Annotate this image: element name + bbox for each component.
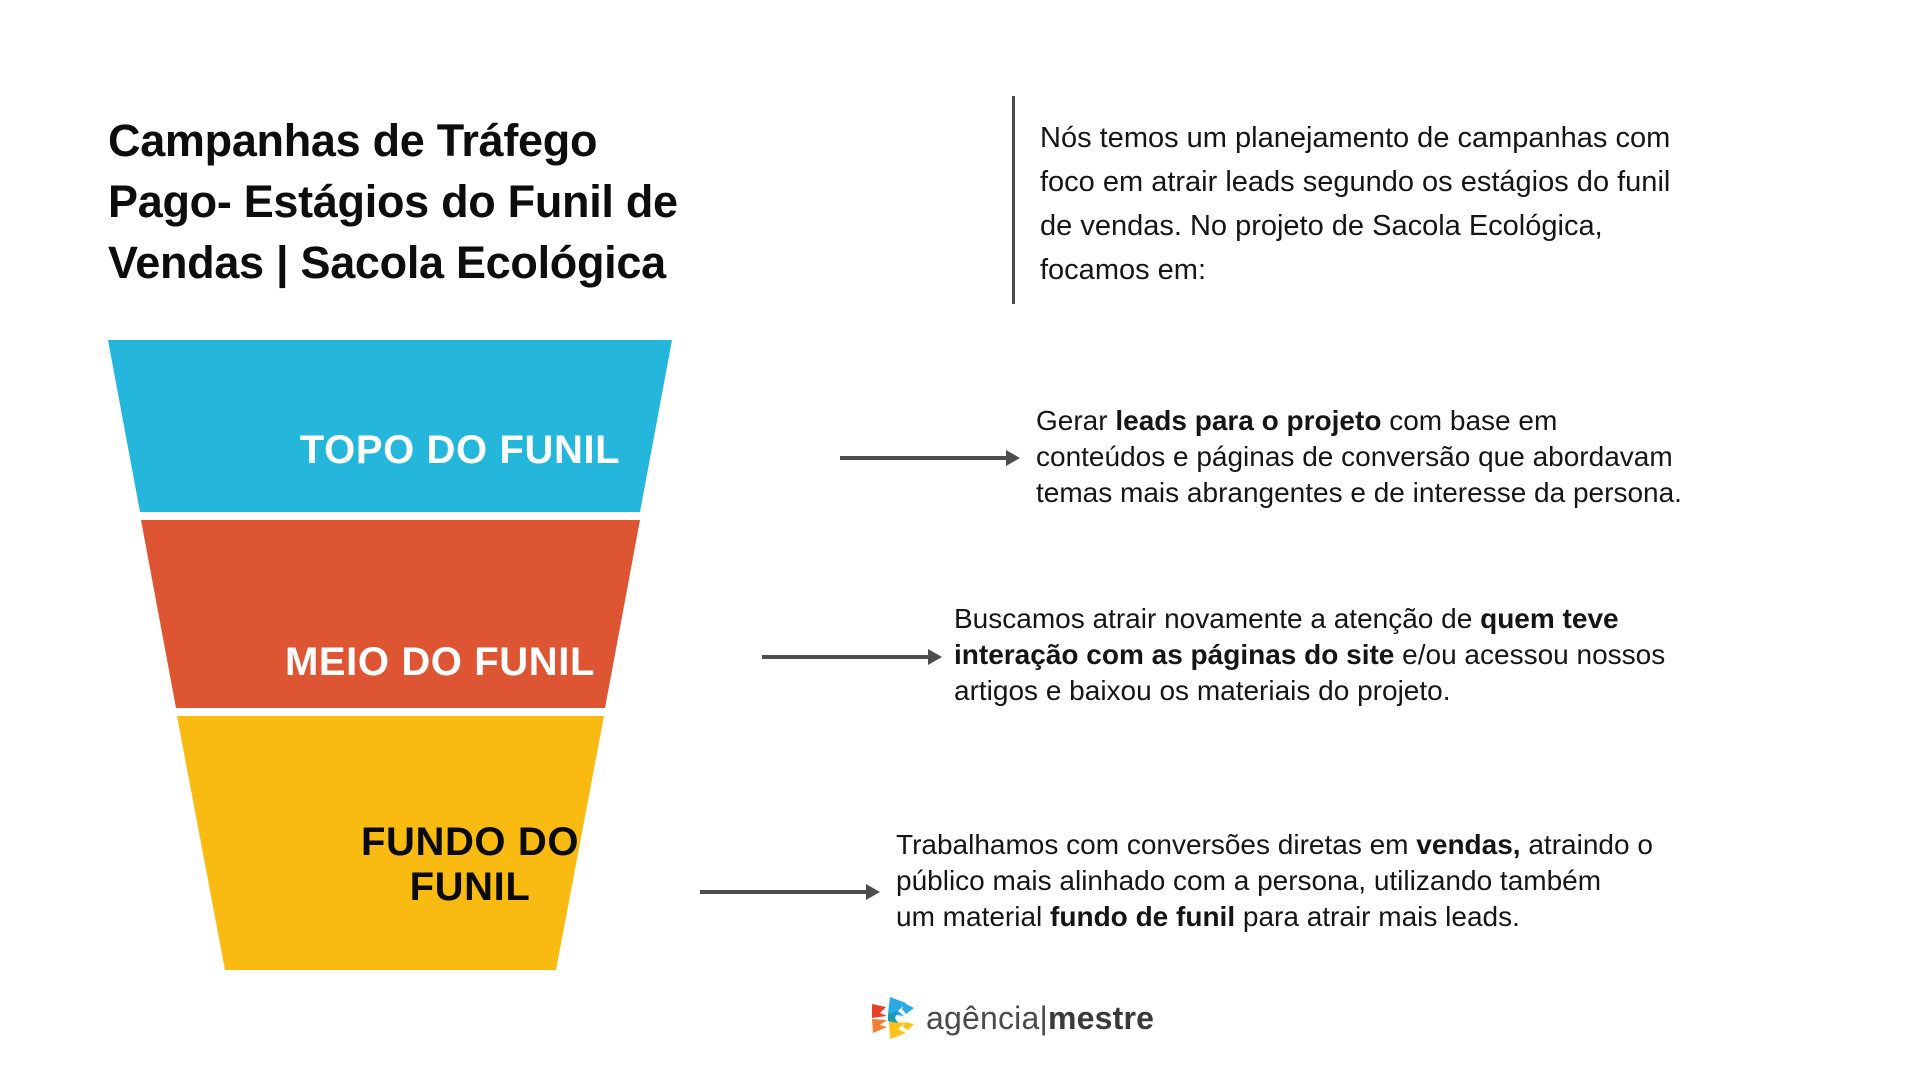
funnel-segment-fundo	[177, 716, 604, 970]
page-title-line-2: Pago- Estágios do Funil de	[108, 176, 678, 227]
desc-meio-l1-a: Buscamos atrair novamente a atenção de	[954, 603, 1481, 634]
desc-topo-l1-a: Gerar	[1036, 405, 1116, 436]
description-meio-line-1: Buscamos atrair novamente a atenção de q…	[954, 601, 1884, 637]
intro-line-2: foco em atrair leads segundo os estágios…	[1040, 166, 1671, 198]
page-title: Campanhas de Tráfego Pago- Estágios do F…	[108, 110, 808, 293]
desc-meio-l1-b: quem teve	[1480, 603, 1619, 634]
header-divider	[1012, 96, 1015, 304]
arrow-fundo	[700, 880, 880, 904]
description-fundo-line-2: público mais alinhado com a persona, uti…	[896, 865, 1602, 896]
desc-topo-l1-c: com base em	[1381, 405, 1558, 436]
desc-meio-l2-b: interação com as páginas do site	[954, 639, 1395, 670]
funnel-label-meio: MEIO DO FUNIL	[284, 640, 595, 684]
description-meio-line-2: interação com as páginas do site e/ou ac…	[954, 637, 1884, 673]
description-fundo-line-1: Trabalhamos com conversões diretas em ve…	[896, 827, 1886, 863]
intro-paragraph: Nós temos um planejamento de campanhas c…	[1040, 116, 1830, 292]
header: Campanhas de Tráfego Pago- Estágios do F…	[0, 0, 1920, 320]
funnel-segment-topo	[108, 340, 672, 512]
intro-line-4: focamos em:	[1040, 254, 1206, 286]
description-topo: Gerar leads para o projeto com base em c…	[1036, 403, 1896, 511]
agencia-mestre-wordmark: agência|mestre	[926, 1000, 1154, 1037]
funnel-label-fundo: FUNDO DO FUNIL	[170, 820, 770, 910]
description-fundo: Trabalhamos com conversões diretas em ve…	[896, 827, 1886, 935]
description-topo-line-2: conteúdos e páginas de conversão que abo…	[1036, 441, 1673, 472]
page-title-line-1: Campanhas de Tráfego	[108, 115, 598, 166]
desc-fundo-l1-b: vendas,	[1416, 829, 1521, 860]
desc-meio-l2-c: e/ou acessou nossos	[1394, 639, 1666, 670]
logo-name-bold: mestre	[1048, 999, 1155, 1036]
agencia-mestre-mark-icon	[868, 994, 916, 1042]
funnel-diagram	[0, 340, 880, 980]
desc-fundo-l1-c: atraindo o	[1520, 829, 1653, 860]
arrow-topo	[840, 446, 1020, 470]
agencia-mestre-logo: agência|mestre	[868, 994, 1154, 1042]
description-topo-line-3: temas mais abrangentes e de interesse da…	[1036, 477, 1682, 508]
intro-line-1: Nós temos um planejamento de campanhas c…	[1040, 122, 1671, 154]
desc-topo-l1-b: leads para o projeto	[1115, 405, 1382, 436]
desc-fundo-l1-a: Trabalhamos com conversões diretas em	[896, 829, 1417, 860]
desc-fundo-l3-a: um material	[896, 901, 1051, 932]
funnel-label-fundo-line-1: FUNDO DO	[360, 820, 580, 864]
intro-line-3: de vendas. No projeto de Sacola Ecológic…	[1040, 210, 1603, 242]
description-meio: Buscamos atrair novamente a atenção de q…	[954, 601, 1884, 709]
funnel-segment-meio	[141, 520, 640, 708]
description-meio-line-3: artigos e baixou os materiais do projeto…	[954, 675, 1451, 706]
description-fundo-line-3: um material fundo de funil para atrair m…	[896, 899, 1886, 935]
desc-fundo-l3-c: para atrair mais leads.	[1235, 901, 1520, 932]
logo-name-light: agência	[926, 999, 1040, 1036]
desc-fundo-l3-b: fundo de funil	[1050, 901, 1236, 932]
funnel-label-topo: TOPO DO FUNIL	[299, 428, 621, 472]
logo-separator: |	[1039, 999, 1049, 1036]
arrow-meio	[762, 645, 942, 669]
funnel-label-fundo-line-2: FUNIL	[409, 864, 531, 909]
page-title-line-3: Vendas | Sacola Ecológica	[108, 237, 666, 288]
description-topo-line-1: Gerar leads para o projeto com base em	[1036, 403, 1896, 439]
